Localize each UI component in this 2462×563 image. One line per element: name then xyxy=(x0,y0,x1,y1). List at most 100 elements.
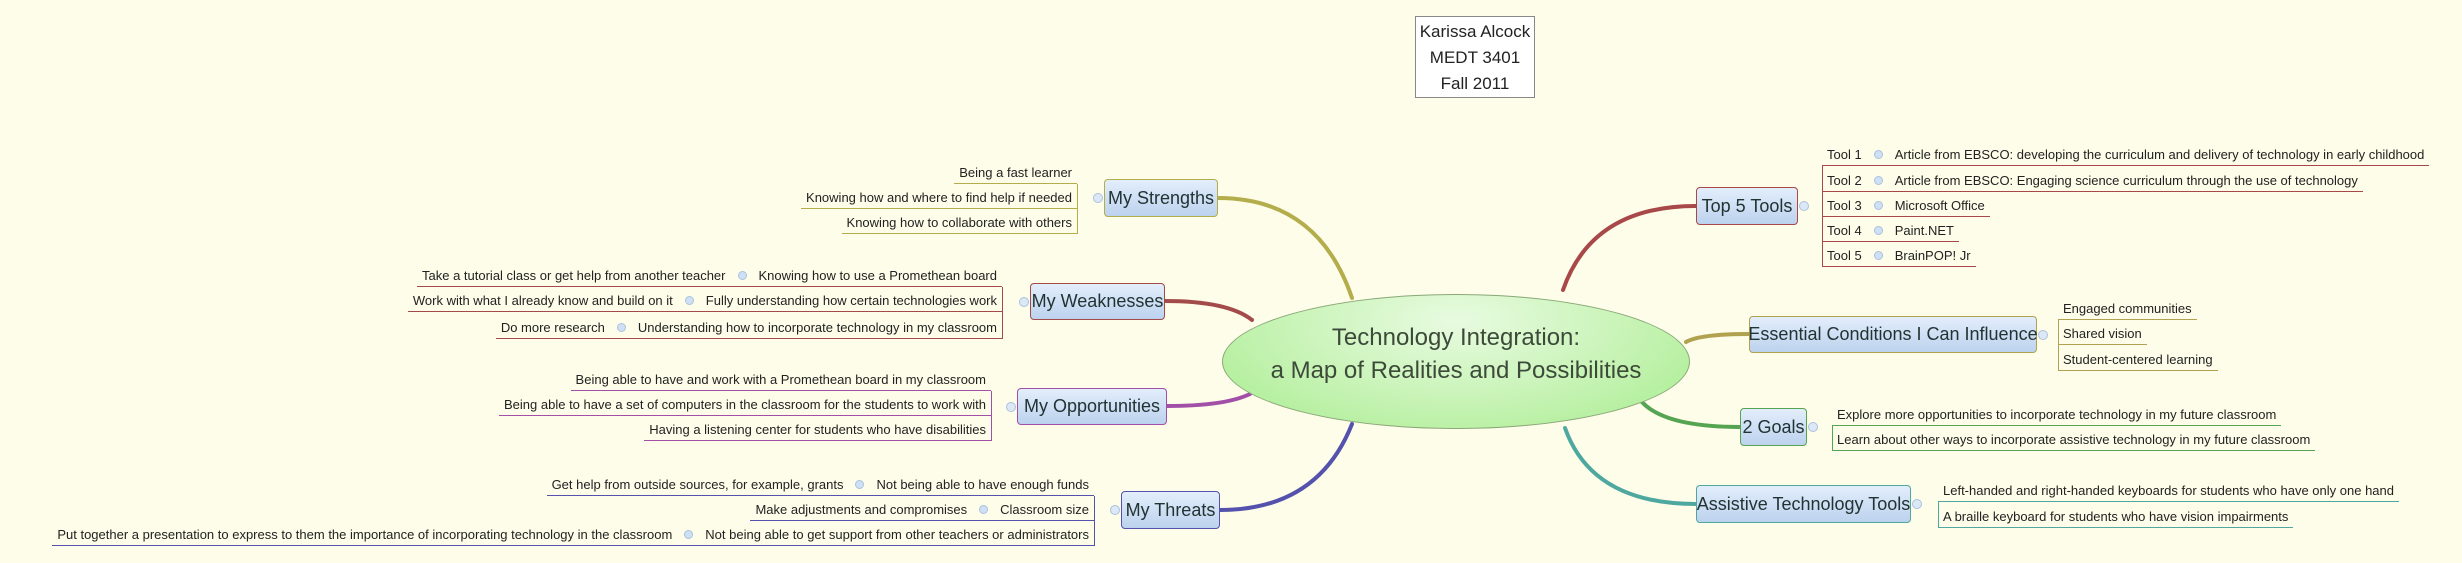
child-topic-label: Not being able to have enough funds xyxy=(876,477,1089,492)
collapse-dot-icon[interactable] xyxy=(1873,226,1883,235)
collapse-toggle-icon[interactable] xyxy=(1006,401,1016,412)
tools-connector xyxy=(1561,204,1698,292)
branch-bracket xyxy=(1002,287,1003,339)
branch-goals[interactable]: 2 Goals xyxy=(1740,408,1807,446)
collapse-dot-icon[interactable] xyxy=(737,271,747,280)
branch-tools[interactable]: Top 5 Tools xyxy=(1696,187,1798,225)
child-topic-label: Having a listening center for students w… xyxy=(649,422,986,437)
branch-strengths[interactable]: My Strengths xyxy=(1104,179,1218,217)
collapse-dot-icon[interactable] xyxy=(1873,251,1883,260)
child-topic[interactable]: Put together a presentation to express t… xyxy=(52,524,1094,546)
child-topic-label: Classroom size xyxy=(1000,502,1089,517)
child-topic[interactable]: A braille keyboard for students who have… xyxy=(1938,506,2294,528)
collapse-dot-icon[interactable] xyxy=(979,505,989,514)
child-topic[interactable]: Being a fast learner xyxy=(954,162,1077,184)
child-topic-label: Being able to have and work with a Prome… xyxy=(575,372,986,387)
child-topic-label: Learn about other ways to incorporate as… xyxy=(1837,432,2311,447)
child-topic-label: A braille keyboard for students who have… xyxy=(1943,509,2289,524)
child-topic-label: Engaged communities xyxy=(2063,301,2192,316)
branch-bracket xyxy=(1832,426,1833,451)
child-topic[interactable]: Make adjustments and compromises Classroo… xyxy=(750,499,1094,521)
child-topic-label: Tool 5 xyxy=(1827,248,1862,263)
essential-connector xyxy=(1684,332,1751,344)
collapse-toggle-icon[interactable] xyxy=(1110,505,1120,515)
author-info-box[interactable]: Karissa Alcock MEDT 3401 Fall 2011 xyxy=(1415,16,1535,98)
child-topic[interactable]: Do more research Understanding how to inc… xyxy=(495,317,1002,339)
child-topic[interactable]: Student-centered learning xyxy=(2058,349,2218,371)
subtopic-label: BrainPOP! Jr xyxy=(1894,248,1971,263)
branch-label: Essential Conditions I Can Influence xyxy=(1748,324,2038,344)
child-topic[interactable]: Engaged communities xyxy=(2058,298,2197,320)
goals-connector xyxy=(1640,400,1742,429)
branch-bracket xyxy=(1938,502,1939,528)
child-topic-label: Left-handed and right-handed keyboards f… xyxy=(1943,483,2394,498)
child-topic-label: Student-centered learning xyxy=(2063,352,2213,367)
child-topic[interactable]: Work with what I already know and build … xyxy=(407,290,1002,312)
child-topic[interactable]: Learn about other ways to incorporate as… xyxy=(1832,429,2316,451)
child-topic-label: Tool 2 xyxy=(1827,173,1862,188)
branch-label: My Threats xyxy=(1125,499,1216,520)
subtopic-label: Get help from outside sources, for examp… xyxy=(551,477,844,492)
subtopic-label: Paint.NET xyxy=(1894,223,1954,238)
child-topic-label: Fully understanding how certain technolo… xyxy=(705,293,997,308)
child-topic-label: Being able to have a set of computers in… xyxy=(504,397,986,412)
child-topic-label: Tool 3 xyxy=(1827,198,1862,213)
child-topic-label: Explore more opportunities to incorporat… xyxy=(1837,407,2277,422)
collapse-dot-icon[interactable] xyxy=(1873,201,1883,210)
collapse-toggle-icon[interactable] xyxy=(2038,329,2048,340)
child-topic-label: Knowing how and where to find help if ne… xyxy=(806,190,1072,205)
collapse-dot-icon[interactable] xyxy=(1873,150,1883,159)
branch-assistive[interactable]: Assistive Technology Tools xyxy=(1696,485,1911,523)
branch-label: Assistive Technology Tools xyxy=(1696,493,1911,514)
branch-bracket xyxy=(1094,496,1095,546)
child-topic[interactable]: Knowing how to collaborate with others xyxy=(841,212,1077,234)
collapse-toggle-icon[interactable] xyxy=(1808,422,1818,432)
semester: Fall 2011 xyxy=(1440,74,1510,93)
collapse-dot-icon[interactable] xyxy=(616,323,626,332)
collapse-dot-icon[interactable] xyxy=(855,480,865,489)
branch-opportunities[interactable]: My Opportunities xyxy=(1017,388,1167,425)
child-topic[interactable]: Knowing how and where to find help if ne… xyxy=(801,187,1077,209)
child-topic[interactable]: Get help from outside sources, for examp… xyxy=(546,474,1094,496)
subtopic-label: Do more research xyxy=(500,320,605,335)
branch-essential[interactable]: Essential Conditions I Can Influence xyxy=(1748,316,2038,353)
collapse-toggle-icon[interactable] xyxy=(1799,201,1809,211)
child-topic[interactable]: Being able to have a set of computers in… xyxy=(499,394,991,416)
child-topic[interactable]: Having a listening center for students w… xyxy=(644,419,991,441)
weaknesses-connector xyxy=(1163,299,1254,322)
branch-label: My Opportunities xyxy=(1023,396,1161,416)
child-topic[interactable]: Tool 5 BrainPOP! Jr xyxy=(1822,245,1976,267)
course-code: MEDT 3401 xyxy=(1429,48,1521,67)
child-topic-label: Shared vision xyxy=(2063,326,2142,341)
child-topic-label: Understanding how to incorporate technol… xyxy=(637,320,997,335)
branch-threats[interactable]: My Threats xyxy=(1121,491,1220,529)
branch-label: Top 5 Tools xyxy=(1701,195,1793,216)
child-topic[interactable]: Being able to have and work with a Prome… xyxy=(570,369,991,391)
central-topic-line1: Technology Integration: xyxy=(1331,324,1581,351)
subtopic-label: Make adjustments and compromises xyxy=(755,502,968,517)
child-topic[interactable]: Left-handed and right-handed keyboards f… xyxy=(1938,480,2399,502)
child-topic-label: Knowing how to collaborate with others xyxy=(846,215,1072,230)
child-topic[interactable]: Shared vision xyxy=(2058,323,2147,345)
collapse-toggle-icon[interactable] xyxy=(1093,193,1103,203)
central-topic-line2: a Map of Realities and Possibilities xyxy=(1270,357,1642,384)
central-topic[interactable]: Technology Integration: a Map of Realiti… xyxy=(1222,294,1690,429)
child-topic-label: Being a fast learner xyxy=(959,165,1072,180)
child-topic[interactable]: Take a tutorial class or get help from a… xyxy=(417,265,1002,287)
collapse-dot-icon[interactable] xyxy=(1873,176,1883,185)
child-topic[interactable]: Explore more opportunities to incorporat… xyxy=(1832,404,2282,426)
branch-label: My Weaknesses xyxy=(1031,291,1164,311)
collapse-toggle-icon[interactable] xyxy=(1912,499,1922,509)
collapse-toggle-icon[interactable] xyxy=(1019,296,1029,307)
branch-label: 2 Goals xyxy=(1742,416,1805,437)
collapse-dot-icon[interactable] xyxy=(684,296,694,305)
branch-label: My Strengths xyxy=(1107,187,1215,208)
subtopic-label: Work with what I already know and build … xyxy=(412,293,673,308)
branch-weaknesses[interactable]: My Weaknesses xyxy=(1030,283,1165,320)
collapse-dot-icon[interactable] xyxy=(684,530,694,539)
threats-connector xyxy=(1218,422,1354,512)
